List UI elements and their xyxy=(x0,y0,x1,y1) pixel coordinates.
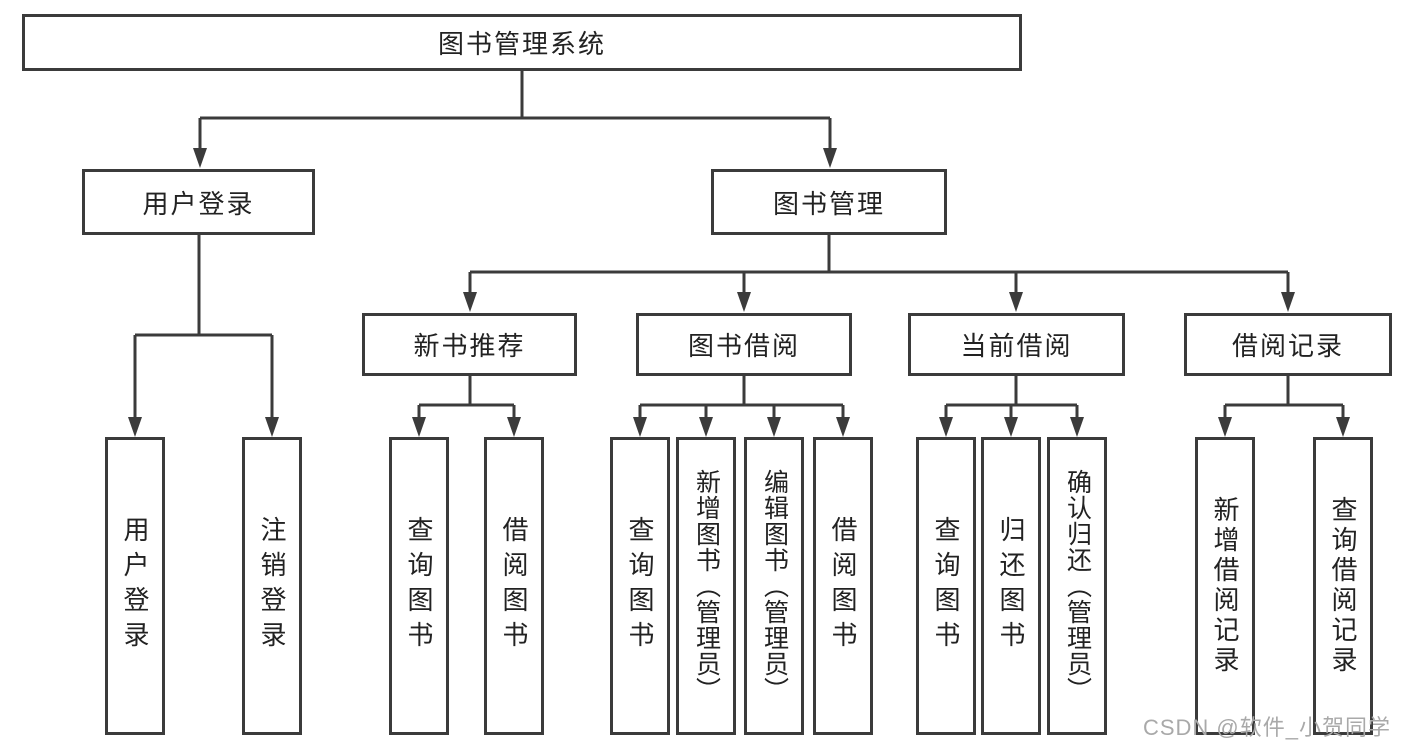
leaf-query-books-2: 查询图书 xyxy=(610,437,670,735)
node-root: 图书管理系统 xyxy=(22,14,1022,71)
leaf-query-books-3-label: 查询图书 xyxy=(931,516,961,656)
leaf-query-borrow-record-label: 查询借阅记录 xyxy=(1328,496,1358,676)
leaf-user-login-label: 用户登录 xyxy=(120,516,150,656)
leaf-edit-book-admin: 编辑图书（管理员） xyxy=(744,437,804,735)
leaf-edit-book-admin-label: 编辑图书（管理员） xyxy=(760,469,789,703)
node-book-borrow: 图书借阅 xyxy=(636,313,852,376)
node-user-login-label: 用户登录 xyxy=(142,188,255,219)
node-user-login: 用户登录 xyxy=(82,169,315,235)
leaf-add-borrow-record: 新增借阅记录 xyxy=(1195,437,1255,735)
leaf-query-books-1: 查询图书 xyxy=(389,437,449,735)
leaf-query-books-1-label: 查询图书 xyxy=(404,516,434,656)
node-root-label: 图书管理系统 xyxy=(437,29,606,59)
leaf-add-book-admin: 新增图书（管理员） xyxy=(676,437,736,735)
leaf-add-borrow-record-label: 新增借阅记录 xyxy=(1210,496,1240,676)
leaf-logout: 注销登录 xyxy=(242,437,302,735)
node-book-management-label: 图书管理 xyxy=(772,188,885,219)
csdn-watermark: CSDN @软件_小贺同学 xyxy=(1142,715,1391,740)
node-book-borrow-label: 图书借阅 xyxy=(687,331,800,361)
leaf-borrow-books-1: 借阅图书 xyxy=(484,437,544,735)
node-new-book-recommend-label: 新书推荐 xyxy=(413,331,526,361)
leaf-borrow-books-2: 借阅图书 xyxy=(813,437,873,735)
leaf-user-login: 用户登录 xyxy=(105,437,165,735)
leaf-query-books-3: 查询图书 xyxy=(916,437,976,735)
node-current-borrow: 当前借阅 xyxy=(908,313,1125,376)
node-borrow-records-label: 借阅记录 xyxy=(1231,331,1344,361)
node-current-borrow-label: 当前借阅 xyxy=(960,331,1073,361)
leaf-query-borrow-record: 查询借阅记录 xyxy=(1313,437,1373,735)
node-new-book-recommend: 新书推荐 xyxy=(362,313,577,376)
leaf-borrow-books-1-label: 借阅图书 xyxy=(499,516,529,656)
leaf-logout-label: 注销登录 xyxy=(257,516,287,656)
node-book-management: 图书管理 xyxy=(711,169,947,235)
leaf-confirm-return-admin-label: 确认归还（管理员） xyxy=(1063,469,1092,703)
leaf-query-books-2-label: 查询图书 xyxy=(625,516,655,656)
node-borrow-records: 借阅记录 xyxy=(1184,313,1392,376)
leaf-return-books-label: 归还图书 xyxy=(996,516,1026,656)
leaf-return-books: 归还图书 xyxy=(981,437,1041,735)
leaf-confirm-return-admin: 确认归还（管理员） xyxy=(1047,437,1107,735)
leaf-borrow-books-2-label: 借阅图书 xyxy=(828,516,858,656)
leaf-add-book-admin-label: 新增图书（管理员） xyxy=(692,469,721,703)
